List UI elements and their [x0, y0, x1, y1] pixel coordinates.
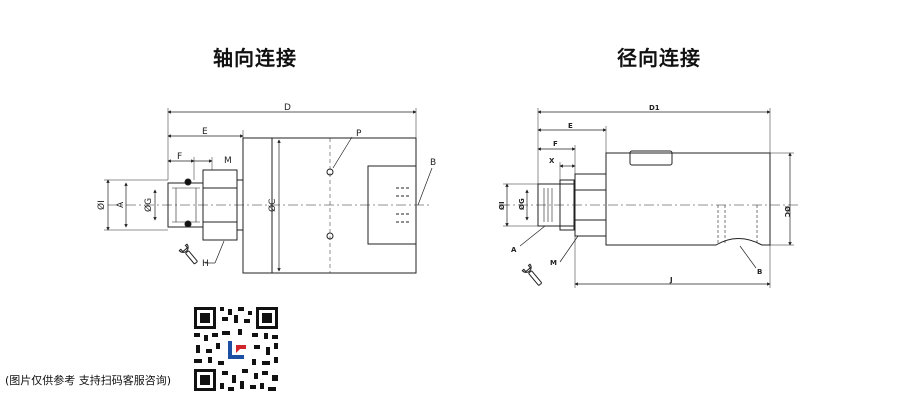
label-X: X — [549, 157, 555, 165]
radial-drawing — [500, 108, 800, 288]
label-diameter-G-radial: ØG — [518, 198, 526, 210]
label-A: A — [116, 201, 126, 208]
label-B-radial: B — [757, 268, 762, 276]
label-diameter-C: ØC — [267, 199, 278, 212]
axial-drawing — [104, 108, 433, 274]
radial-dimension-labels: D1 E F X ØI ØG ØC A M J B — [498, 104, 791, 284]
label-diameter-C-radial: ØC — [783, 206, 791, 217]
label-D1: D1 — [649, 104, 660, 112]
axial-dimension-labels: D E F M P B ØI A ØG ØC H — [96, 103, 436, 269]
label-E-radial: E — [568, 122, 573, 130]
qr-code[interactable] — [192, 305, 280, 393]
label-A-radial: A — [511, 246, 517, 254]
qr-logo-icon — [228, 341, 244, 359]
label-E: E — [202, 127, 208, 137]
label-F-radial: F — [553, 140, 558, 148]
label-diameter-I: ØI — [96, 200, 107, 210]
wrench-icon — [178, 243, 198, 265]
title-axial-connection: 轴向连接 — [213, 46, 297, 70]
label-F: F — [177, 152, 182, 162]
label-diameter-I-radial: ØI — [498, 201, 506, 210]
label-P: P — [356, 129, 362, 139]
label-M: M — [224, 156, 232, 166]
title-radial-connection: 径向连接 — [617, 46, 701, 70]
label-J: J — [669, 276, 673, 284]
label-B: B — [430, 158, 436, 168]
caption-note: (图片仅供参考 支持扫码客服咨询) — [5, 374, 172, 387]
label-D: D — [284, 103, 291, 113]
wrench-icon-radial — [521, 263, 542, 286]
label-M-radial: M — [550, 259, 557, 267]
label-diameter-G: ØG — [143, 198, 154, 212]
label-H: H — [202, 259, 209, 269]
